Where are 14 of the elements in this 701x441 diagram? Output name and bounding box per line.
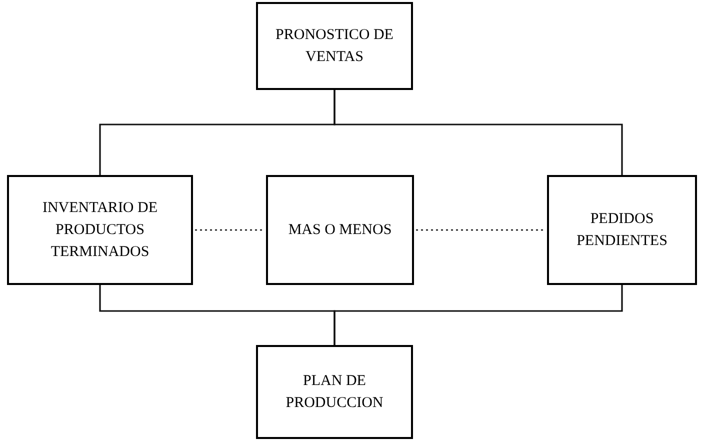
connector-line [334, 90, 623, 175]
connector-line [195, 229, 263, 231]
box-label: MAS O MENOS [288, 221, 392, 240]
process-box [256, 2, 413, 90]
process-box [256, 345, 413, 439]
box-label: PLAN DE PRODUCCION [284, 372, 384, 413]
process-box [547, 175, 697, 285]
process-box [266, 175, 414, 285]
box-label: PRONOSTICO DE VENTAS [274, 26, 394, 67]
box-label: INVENTARIO DE PRODUCTOS TERMINADOS [41, 199, 159, 262]
connector-line [416, 229, 544, 231]
connector-line [334, 285, 623, 345]
box-label: PEDIDOS PENDIENTES [576, 210, 668, 251]
process-box [7, 175, 193, 285]
